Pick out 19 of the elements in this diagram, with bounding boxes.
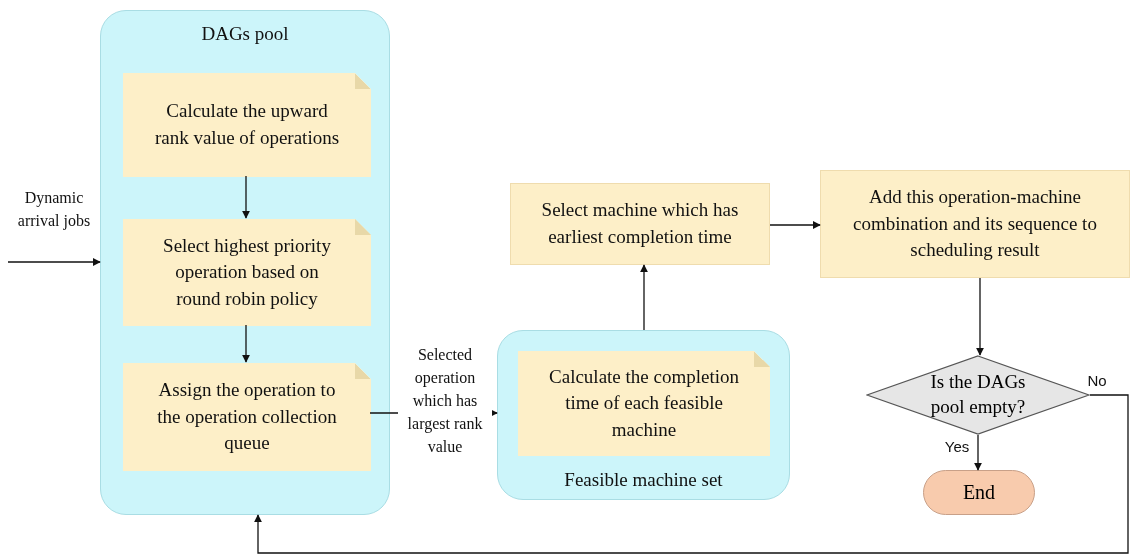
process-card: Select highest priority operation based on round robin policy (123, 219, 371, 326)
arrow (242, 175, 250, 219)
group-panel (100, 10, 390, 515)
process-box: Add this operation-machine combination and its sequence to scheduling result (820, 170, 1130, 278)
process-card: Assign the operation to the operation collection queue (123, 363, 371, 471)
arrow (976, 277, 984, 356)
process-card: Calculate the upward rank value of operations (123, 73, 371, 177)
panel-title: Feasible machine set (563, 469, 724, 491)
arrow (769, 221, 821, 229)
group-panel (497, 330, 790, 500)
process-box: Select machine which has earliest completion time (510, 183, 770, 265)
arrow (7, 258, 101, 266)
arrow (640, 264, 648, 331)
arrow (974, 434, 982, 471)
terminal-box: End (923, 470, 1035, 515)
arrow (242, 324, 250, 363)
panel-title: DAGs pool (200, 23, 290, 45)
arrow (254, 394, 1129, 554)
process-card: Calculate the completion time of each feasible machine (518, 351, 770, 456)
